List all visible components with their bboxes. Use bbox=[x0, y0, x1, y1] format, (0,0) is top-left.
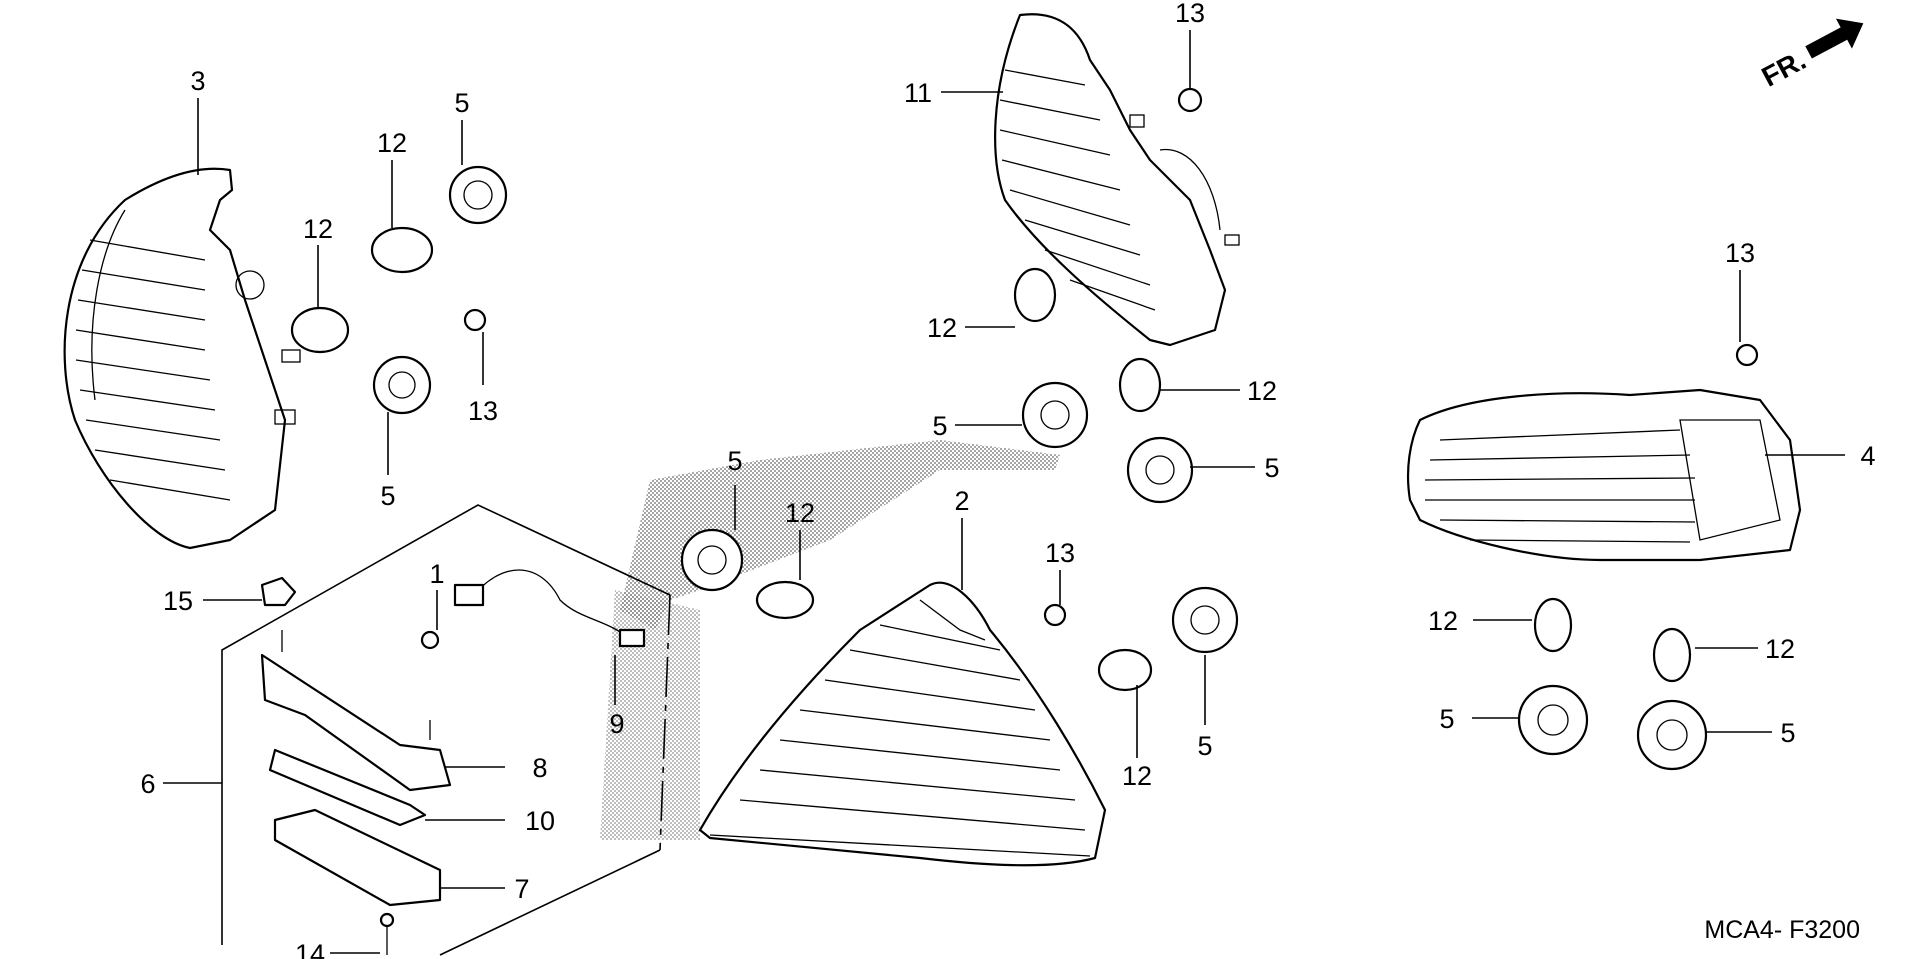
callout-labels: 3 5 12 12 5 13 15 1 9 6 8 10 7 14 11 13 … bbox=[140, 0, 1875, 959]
callout-12: 12 bbox=[1765, 634, 1795, 664]
license-light-assembly-6 bbox=[221, 504, 671, 956]
tail-lamp-lens-2 bbox=[698, 581, 1107, 867]
callout-6: 6 bbox=[140, 769, 155, 799]
callout-12: 12 bbox=[1428, 606, 1458, 636]
tail-lamp-inner-11 bbox=[994, 13, 1240, 347]
callout-5: 5 bbox=[932, 411, 947, 441]
callout-5: 5 bbox=[454, 88, 469, 118]
callout-12: 12 bbox=[927, 313, 957, 343]
callout-3: 3 bbox=[190, 66, 205, 96]
bulb-sockets bbox=[260, 87, 1759, 771]
callout-13: 13 bbox=[1725, 238, 1755, 268]
callout-12: 12 bbox=[1247, 376, 1277, 406]
callout-10: 10 bbox=[525, 806, 555, 836]
callout-13: 13 bbox=[468, 396, 498, 426]
callout-7: 7 bbox=[514, 874, 529, 904]
callout-5: 5 bbox=[380, 481, 395, 511]
callout-5: 5 bbox=[1197, 731, 1212, 761]
callout-13: 13 bbox=[1175, 0, 1205, 28]
dotted-shading bbox=[600, 440, 1060, 840]
callout-11: 11 bbox=[904, 78, 932, 108]
callout-12: 12 bbox=[785, 498, 815, 528]
callout-5: 5 bbox=[1264, 453, 1279, 483]
callout-12: 12 bbox=[303, 214, 333, 244]
callout-13: 13 bbox=[1045, 538, 1075, 568]
leader-lines bbox=[163, 30, 1845, 954]
front-direction-label: FR. bbox=[1757, 44, 1811, 93]
callout-8: 8 bbox=[532, 753, 547, 783]
callout-5: 5 bbox=[727, 446, 742, 476]
callout-2: 2 bbox=[954, 486, 969, 516]
tail-lamp-right-4 bbox=[1406, 388, 1802, 562]
callout-15: 15 bbox=[163, 586, 193, 616]
callout-5: 5 bbox=[1780, 718, 1795, 748]
tail-lamp-left-3 bbox=[63, 167, 301, 550]
figure-code: MCA4- F3200 bbox=[1704, 916, 1860, 944]
callout-5: 5 bbox=[1439, 704, 1454, 734]
front-arrow: FR. bbox=[1757, 18, 1864, 93]
callout-12: 12 bbox=[1122, 761, 1152, 791]
callout-9: 9 bbox=[609, 709, 624, 739]
callout-1: 1 bbox=[429, 559, 444, 589]
callout-14: 14 bbox=[295, 939, 325, 959]
callout-4: 4 bbox=[1860, 441, 1875, 471]
callout-12: 12 bbox=[377, 128, 407, 158]
